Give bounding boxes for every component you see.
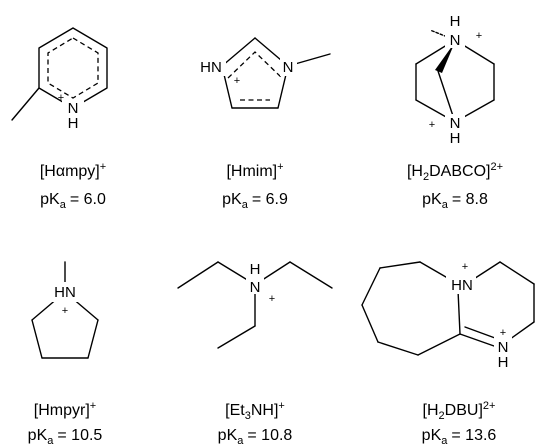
dbu-h-atom: H bbox=[498, 354, 509, 371]
pyridine-ring bbox=[38, 27, 108, 109]
compound-et3nh: H N + [Et3NH]+ pKa= 10.8 bbox=[177, 261, 333, 445]
et3nh-plus: + bbox=[269, 293, 275, 305]
methyl-bond bbox=[11, 87, 40, 121]
hampy-h-atom: H bbox=[68, 115, 79, 132]
dabco-top-h-atom: H bbox=[450, 13, 461, 30]
dbu-hn-atom: HN bbox=[451, 277, 473, 294]
dabco-bottom-h-atom: H bbox=[450, 130, 461, 147]
imidazolium-delocalization bbox=[227, 51, 283, 79]
wedge-bond bbox=[435, 42, 455, 73]
hampy-pka: pKa= 6.0 bbox=[40, 191, 106, 211]
h2dabco-name: [H2DABCO]2+ bbox=[407, 161, 503, 183]
h2dbu-name: [H2DBU]2+ bbox=[423, 400, 496, 422]
compound-hampy: + N H [Hαmpy]+ pKa= 6.0 bbox=[11, 27, 108, 211]
hmim-plus: + bbox=[234, 75, 240, 87]
et3nh-structure: H N + bbox=[177, 261, 333, 349]
hmim-hn-atom: HN bbox=[200, 59, 222, 76]
hmim-n-atom: N bbox=[283, 59, 294, 76]
pyridine-aromatic-circle bbox=[47, 37, 99, 99]
hmim-structure: HN + N bbox=[196, 37, 331, 109]
dabco-bottom-plus: + bbox=[429, 119, 435, 131]
h2dabco-pka: pKa= 8.8 bbox=[422, 191, 488, 211]
compound-hmim: HN + N [Hmim]+ pKa= 6.9 bbox=[196, 37, 331, 211]
compound-h2dabco: H N + + N H [H2DABCO]2+ pKa= 8.8 bbox=[407, 13, 503, 211]
h2dbu-pka: pKa= 13.6 bbox=[422, 427, 497, 445]
h2dabco-structure: H N + + N H bbox=[415, 13, 495, 147]
dabco-top-n-atom: N bbox=[450, 32, 461, 49]
dbu-n-atom: N bbox=[498, 339, 509, 356]
hmpyr-plus: + bbox=[62, 305, 68, 317]
hmpyr-name: [Hmpyr]+ bbox=[34, 400, 96, 419]
compound-h2dbu: + HN + N H [H2DBU]2+ pKa= 13.6 bbox=[361, 261, 535, 445]
hmpyr-pka: pKa= 10.5 bbox=[28, 427, 103, 445]
hampy-structure: + N H bbox=[11, 27, 108, 132]
hmim-pka: pKa= 6.9 bbox=[222, 191, 288, 211]
hmim-name: [Hmim]+ bbox=[226, 161, 283, 180]
hampy-plus: + bbox=[58, 92, 64, 104]
hmpyr-hn-atom: HN bbox=[54, 284, 76, 301]
dabco-top-plus: + bbox=[476, 30, 482, 42]
dbu-top-plus: + bbox=[462, 261, 468, 273]
hampy-name: [Hαmpy]+ bbox=[40, 161, 106, 180]
h2dbu-structure: + HN + N H bbox=[361, 261, 535, 371]
et3nh-name: [Et3NH]+ bbox=[225, 400, 285, 422]
compound-hmpyr: HN + [Hmpyr]+ pKa= 10.5 bbox=[28, 261, 103, 445]
et3nh-pka: pKa= 10.8 bbox=[218, 427, 293, 445]
et3nh-n-atom: N bbox=[250, 279, 261, 296]
et3nh-h-atom: H bbox=[250, 261, 261, 278]
dbu-bottom-plus: + bbox=[500, 327, 506, 339]
dabco-bottom-n-atom: N bbox=[450, 115, 461, 132]
hmpyr-structure: HN + bbox=[31, 261, 99, 359]
hampy-n-atom: N bbox=[68, 100, 79, 117]
